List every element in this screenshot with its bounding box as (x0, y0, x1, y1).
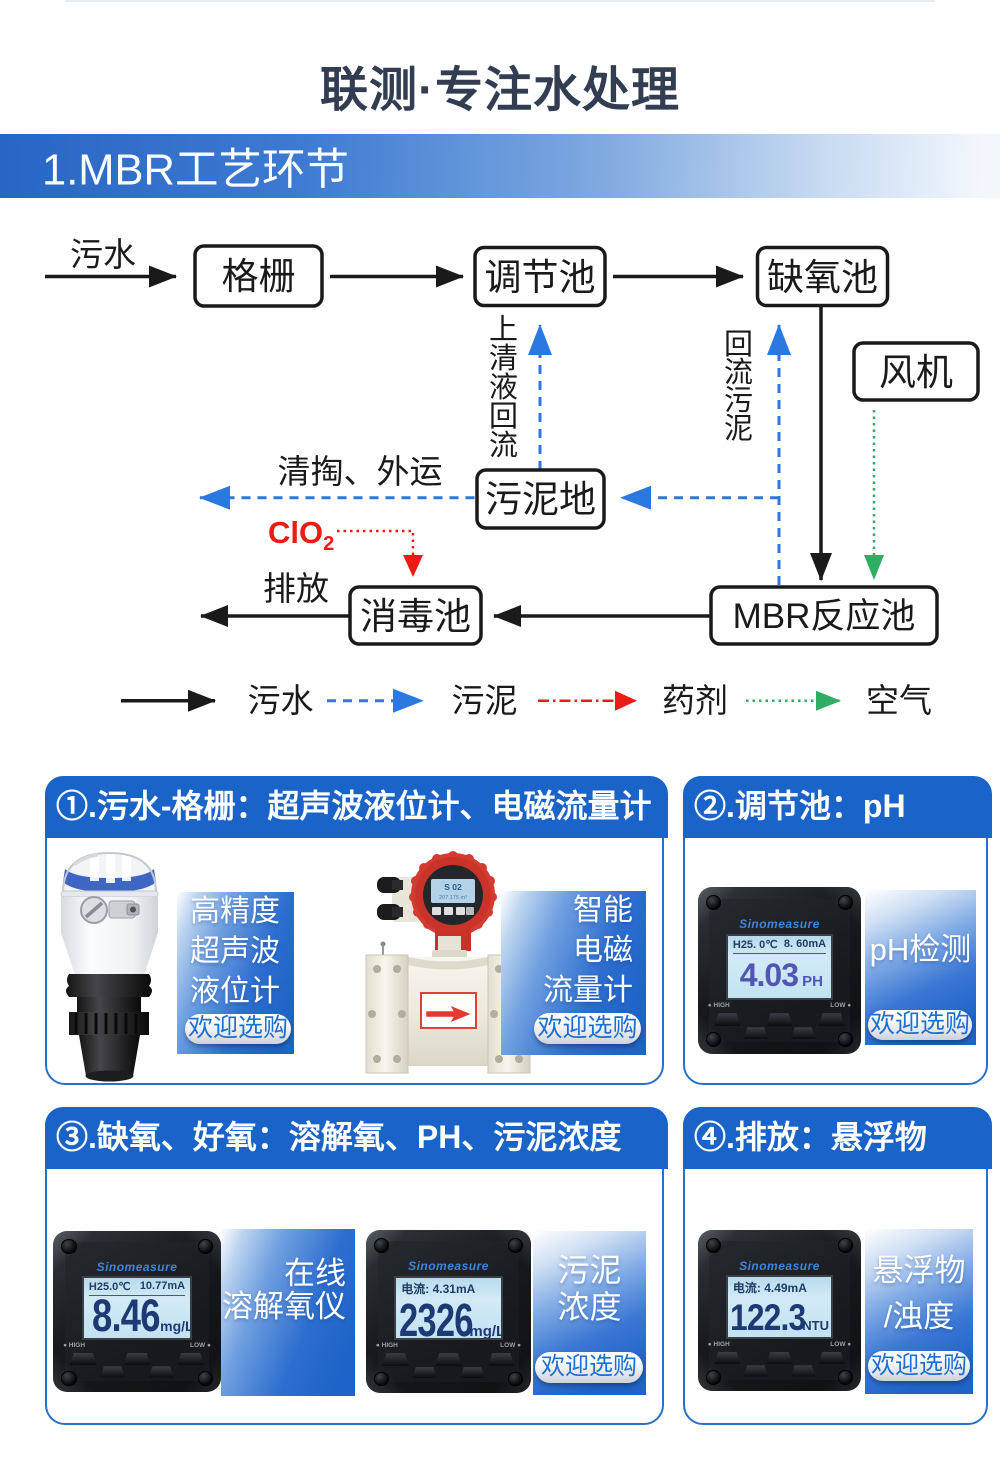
svg-text:调节池: 调节池 (485, 257, 596, 298)
svg-text:格栅: 格栅 (222, 256, 296, 297)
svg-text:回: 回 (724, 329, 753, 361)
svg-text:排放: 排放 (263, 570, 329, 607)
svg-text:清掏、外运: 清掏、外运 (278, 453, 443, 490)
svg-text:S 02: S 02 (444, 882, 462, 892)
svg-text:流: 流 (489, 429, 518, 462)
svg-text:污水: 污水 (248, 682, 314, 719)
svg-text:ClO2: ClO2 (268, 515, 334, 555)
svg-text:流: 流 (724, 356, 753, 389)
svg-text:回: 回 (489, 401, 518, 433)
svg-text:MBR反应池: MBR反应池 (733, 597, 916, 636)
svg-text:泥: 泥 (724, 412, 753, 445)
svg-text:污水: 污水 (70, 236, 136, 273)
svg-text:空气: 空气 (866, 682, 932, 719)
svg-text:缺氧池: 缺氧池 (767, 257, 878, 298)
svg-text:207.175 m³: 207.175 m³ (439, 895, 467, 901)
svg-text:污泥: 污泥 (452, 682, 518, 719)
svg-text:污: 污 (724, 385, 753, 417)
svg-text:污泥地: 污泥地 (485, 479, 596, 520)
svg-text:上: 上 (489, 314, 518, 346)
svg-text:清: 清 (489, 342, 518, 375)
svg-text:液: 液 (489, 371, 518, 404)
svg-text:消毒池: 消毒池 (360, 596, 471, 637)
svg-text:风机: 风机 (879, 352, 953, 393)
svg-text:药剂: 药剂 (662, 682, 728, 719)
